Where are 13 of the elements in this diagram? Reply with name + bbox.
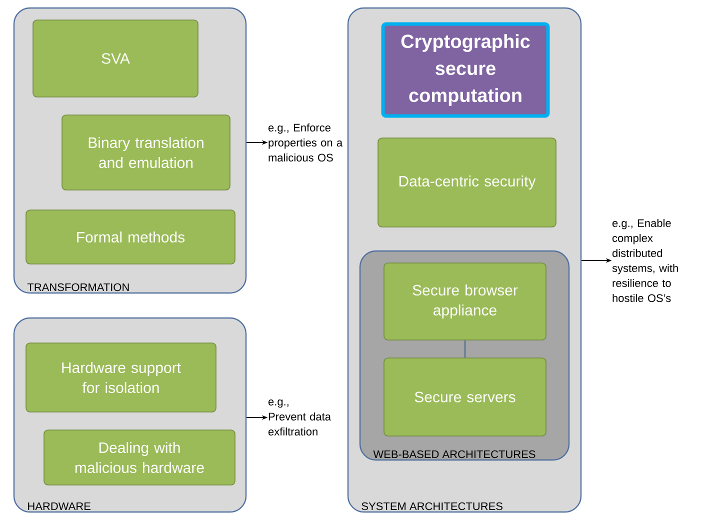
topic-box: Secure servers <box>384 358 546 436</box>
note-text: e.g., Enable complex distributed systems, with resilience to hostile OS’s <box>612 218 678 302</box>
topic-box: Hardware support for isolation <box>26 342 216 412</box>
topic-box: SVA <box>32 20 198 98</box>
note-text: e.g., Enforce properties on a malicious OS <box>268 123 343 162</box>
connector-line <box>464 340 466 358</box>
highlight-box: Cryptographic secure computation <box>381 22 550 118</box>
topic-box: Data-centric security <box>378 138 556 228</box>
note-text: e.g., Prevent data exfiltration <box>268 400 331 436</box>
topic-box: Binary translation and emulation <box>62 114 230 190</box>
topic-box: Dealing with malicious hardware <box>44 430 236 486</box>
topic-box: Formal methods <box>26 210 236 264</box>
topic-box: Secure browser appliance <box>384 262 546 340</box>
